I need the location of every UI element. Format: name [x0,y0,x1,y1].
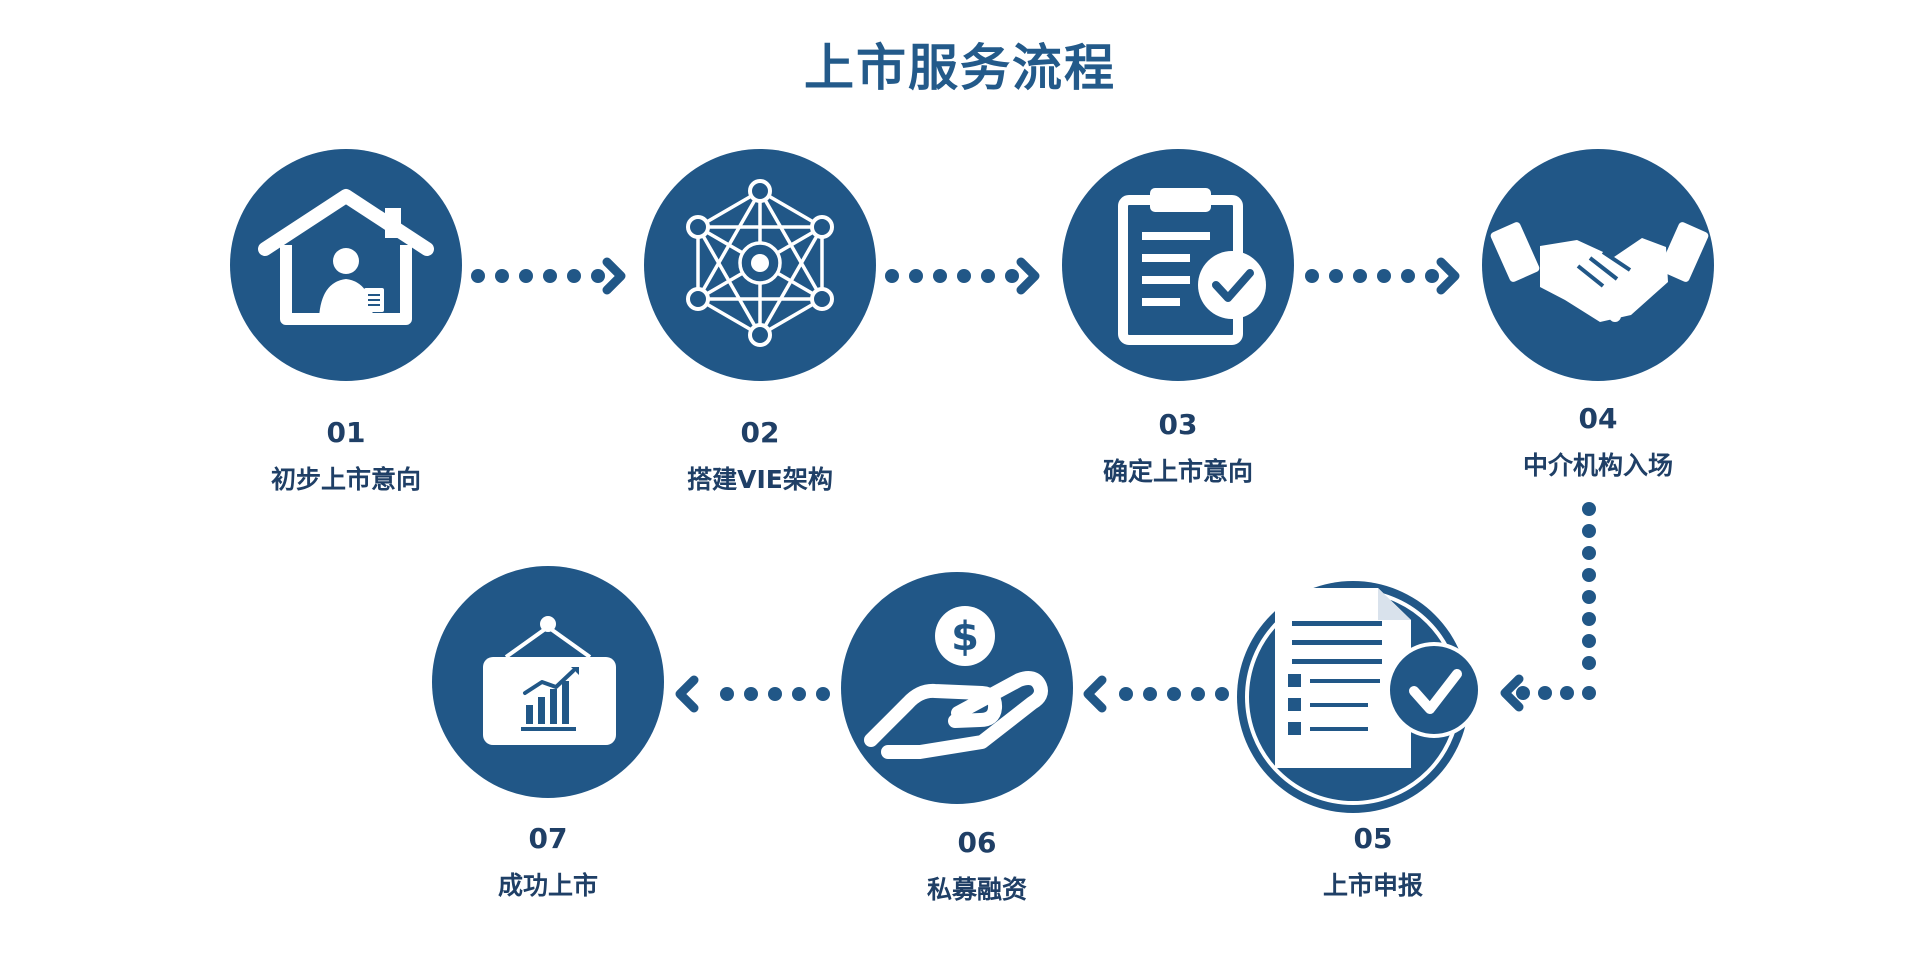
network-nodes [686,179,834,347]
step-number: 06 [957,826,997,859]
network-structure-icon [696,188,824,338]
step-02-node [644,149,876,381]
connector-04-05 [1500,502,1596,712]
connector-06-07 [675,675,830,713]
step-05-node [1237,581,1482,813]
svg-text:$: $ [951,614,979,660]
handshake-icon [1490,222,1709,322]
house-businessman-icon [258,189,434,325]
step-label: 成功上市 [497,871,598,900]
step-label: 初步上市意向 [270,465,421,494]
step-04-node [1482,149,1714,381]
step-07-node [432,566,664,798]
growth-board-icon [483,616,616,745]
step-label: 私募融资 [926,875,1027,904]
step-03-node [1062,149,1294,381]
step-06-node: $ [841,572,1073,804]
connector-02-03 [885,257,1040,295]
connector-05-06 [1083,675,1229,713]
clipboard-check-icon [1118,188,1266,345]
step-label: 搭建VIE架构 [687,465,833,494]
document-check-icon [1275,588,1482,768]
page-title: 上市服务流程 [804,39,1116,97]
step-label: 确定上市意向 [1102,457,1253,486]
step-label: 中介机构入场 [1522,451,1673,480]
step-01-node [230,149,462,381]
step-number: 01 [326,416,366,449]
hand-money-icon: $ [864,606,1048,759]
connector-01-02 [471,257,626,295]
step-number: 03 [1158,408,1198,441]
step-number: 02 [740,416,780,449]
connector-03-04 [1305,257,1460,295]
step-label: 上市申报 [1322,871,1423,900]
step-number: 04 [1578,402,1618,435]
step-number: 07 [528,822,568,855]
step-number: 05 [1353,822,1393,855]
